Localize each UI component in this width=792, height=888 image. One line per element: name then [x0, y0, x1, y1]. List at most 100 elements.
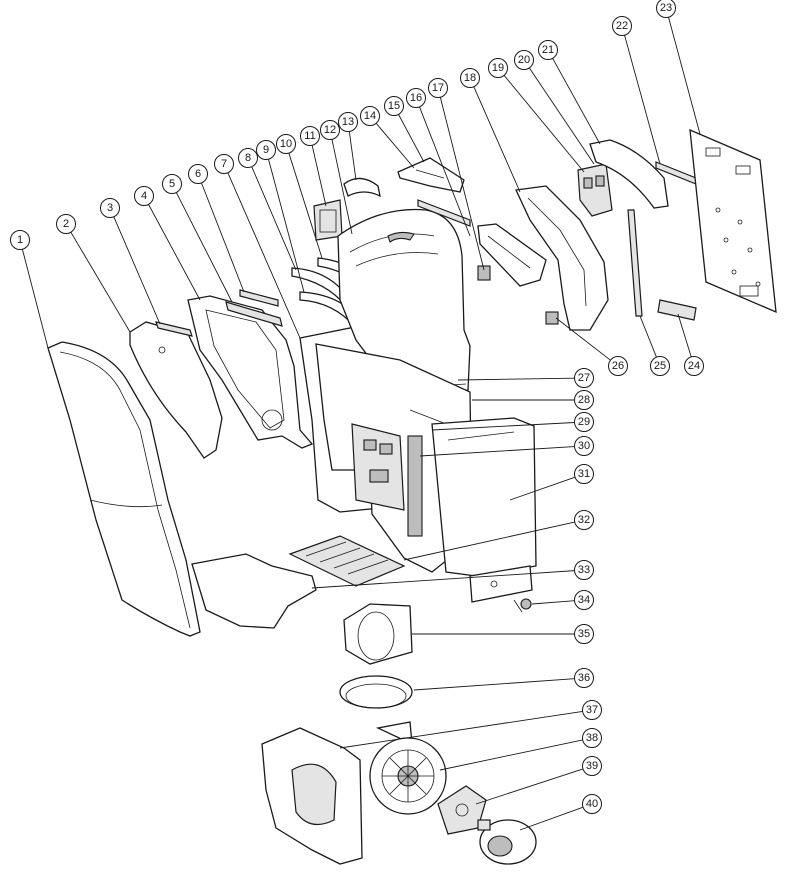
- callout-circle: [276, 134, 296, 154]
- callout-14: 14: [360, 106, 380, 126]
- callout-number: 3: [107, 202, 113, 214]
- leader-line-10: [288, 152, 323, 259]
- part-24-small-plate: [657, 299, 697, 321]
- callout-number: 28: [578, 394, 590, 406]
- callout-circle: [582, 756, 602, 776]
- callout-number: 11: [304, 130, 315, 142]
- leader-line-8: [251, 166, 297, 271]
- callout-circle: [360, 106, 380, 126]
- part-18-side-arm: [515, 185, 609, 331]
- callout-number: 40: [586, 798, 598, 810]
- leader-line-31: [509, 476, 576, 501]
- callout-number: 16: [410, 92, 422, 104]
- callout-7: 7: [214, 154, 234, 174]
- callout-circle: [574, 464, 594, 484]
- callout-number: 19: [492, 62, 504, 74]
- callout-29: 29: [574, 412, 594, 432]
- callout-circle: [100, 198, 120, 218]
- callout-number: 1: [17, 234, 23, 246]
- callout-40: 40: [582, 794, 602, 814]
- callout-13: 13: [338, 112, 358, 132]
- callout-circle: [238, 148, 258, 168]
- callout-number: 23: [660, 2, 672, 14]
- leader-line-21: [552, 58, 601, 145]
- callout-circle: [574, 560, 594, 580]
- callout-number: 17: [432, 82, 444, 94]
- callout-circle: [574, 510, 594, 530]
- leader-line-22: [624, 35, 661, 165]
- leader-line-30: [419, 446, 575, 457]
- part-3-strip: [155, 321, 193, 337]
- callout-circle: [256, 140, 276, 160]
- callout-circle: [134, 186, 154, 206]
- callout-32: 32: [574, 510, 594, 530]
- callout-number: 13: [342, 116, 354, 128]
- callout-circle: [582, 728, 602, 748]
- part-39-gasket: [437, 785, 487, 835]
- callout-36: 36: [574, 668, 594, 688]
- leader-line-23: [668, 17, 701, 135]
- callout-circle: [214, 154, 234, 174]
- callout-number: 35: [578, 628, 590, 640]
- part-40-motor: [477, 819, 537, 865]
- part-30-control-board: [351, 423, 405, 511]
- callout-23: 23: [656, 0, 676, 18]
- callout-9: 9: [256, 140, 276, 160]
- part-17-grille: [477, 223, 547, 287]
- callout-26: 26: [608, 356, 628, 376]
- callout-number: 31: [578, 468, 590, 480]
- callout-16: 16: [406, 88, 426, 108]
- callout-21: 21: [538, 40, 558, 60]
- callout-number: 5: [169, 178, 175, 190]
- callout-number: 26: [612, 360, 624, 372]
- leader-line-27: [457, 377, 575, 381]
- callout-number: 22: [616, 20, 628, 32]
- callout-circle: [582, 794, 602, 814]
- part-21-top-cover: [589, 139, 669, 209]
- callout-1: 1: [10, 230, 30, 250]
- callout-number: 2: [63, 218, 69, 230]
- callout-12: 12: [320, 120, 340, 140]
- leader-line-17: [439, 97, 485, 271]
- callout-circle: [574, 668, 594, 688]
- callout-15: 15: [384, 96, 404, 116]
- leader-line-3: [113, 216, 161, 325]
- part-26-block: [545, 311, 559, 325]
- callout-number: 32: [578, 514, 590, 526]
- part-13-cap: [343, 177, 381, 198]
- callout-number: 4: [141, 190, 147, 202]
- leader-line-24: [677, 313, 692, 358]
- callout-circle: [188, 164, 208, 184]
- callout-circle: [428, 78, 448, 98]
- callout-number: 39: [586, 760, 598, 772]
- callout-number: 38: [586, 732, 598, 744]
- callout-30: 30: [574, 436, 594, 456]
- callout-number: 34: [578, 594, 590, 606]
- callout-number: 36: [578, 672, 590, 684]
- callout-34: 34: [574, 590, 594, 610]
- leader-line-2: [70, 231, 131, 333]
- callout-27: 27: [574, 368, 594, 388]
- part-37-motor-housing: [261, 727, 363, 865]
- part-38-fan: [369, 721, 447, 815]
- callout-10: 10: [276, 134, 296, 154]
- part-25-rod: [627, 209, 643, 317]
- callout-circle: [684, 356, 704, 376]
- callout-number: 20: [518, 54, 530, 66]
- callout-6: 6: [188, 164, 208, 184]
- callout-4: 4: [134, 186, 154, 206]
- callout-number: 14: [364, 110, 376, 122]
- leader-line-13: [348, 131, 357, 181]
- callout-circle: [460, 68, 480, 88]
- callout-number: 10: [280, 138, 292, 150]
- callout-circle: [608, 356, 628, 376]
- leader-line-36: [413, 678, 575, 691]
- leader-line-40: [519, 806, 584, 831]
- part-4-frame: [187, 295, 314, 449]
- callout-circle: [300, 126, 320, 146]
- leader-line-4: [148, 204, 201, 301]
- callout-circle: [514, 50, 534, 70]
- callout-number: 30: [578, 440, 590, 452]
